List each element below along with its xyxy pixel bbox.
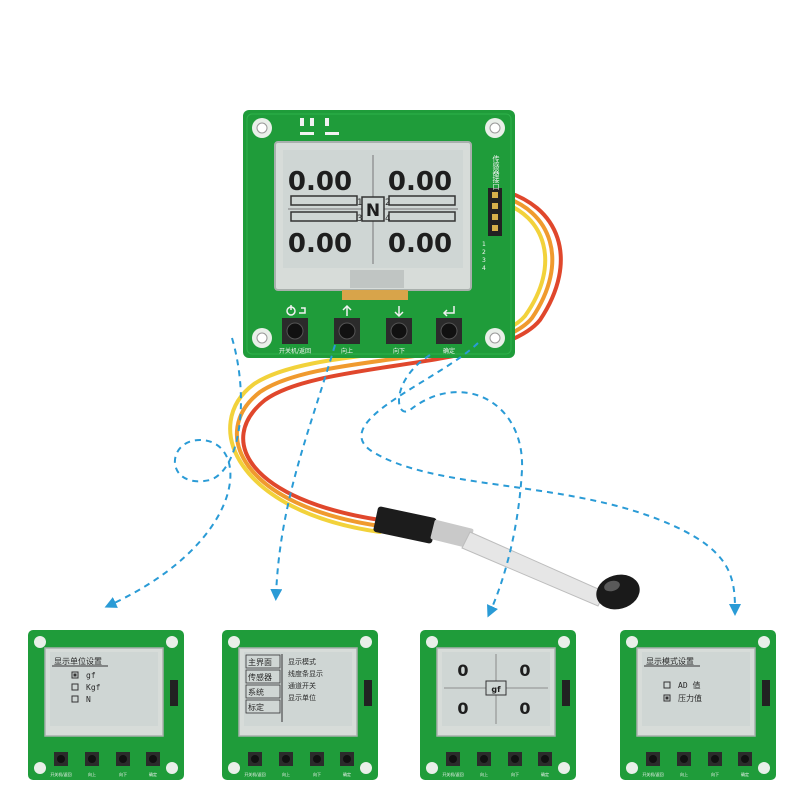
button-label: 向下: [313, 771, 321, 777]
panel-title: 显示单位设置: [54, 656, 102, 666]
pin-label: 2: [482, 249, 486, 256]
force-sensor: [373, 506, 640, 610]
option-kgf[interactable]: Kgf: [71, 683, 101, 692]
channel-number: 2: [385, 198, 390, 208]
svg-text:N: N: [86, 695, 91, 704]
menu-item-main[interactable]: 主界面: [245, 654, 281, 669]
button-label: 向下: [119, 771, 127, 777]
unit-indicator: N: [366, 201, 380, 221]
reading-channel-4: 0: [519, 699, 530, 718]
menu-item-calibrate[interactable]: 标定: [245, 699, 281, 714]
reading-channel-2: 0: [519, 661, 530, 680]
panel-unit-settings: 显示单位设置 gf Kgf N 开关机/返回 向上 向下 确定: [28, 630, 184, 780]
svg-text:传感器: 传感器: [248, 672, 272, 682]
panel-readings: 0 0 0 0 gf 开关机/返回 向上 向下 确定: [420, 630, 576, 780]
svg-text:压力值: 压力值: [678, 693, 702, 703]
submenu-item[interactable]: 显示模式: [288, 657, 316, 666]
up-button[interactable]: [334, 318, 360, 344]
option-pressure-value[interactable]: 压力值: [663, 693, 702, 703]
reading-channel-4: 0.00: [388, 229, 452, 259]
button-label: 确定: [149, 771, 157, 777]
svg-text:主界面: 主界面: [248, 657, 272, 667]
reading-channel-3: 0.00: [288, 229, 352, 259]
reading-channel-1: 0: [457, 661, 468, 680]
submenu-item[interactable]: 通道开关: [288, 681, 316, 690]
button-label: 开关机/返回: [442, 771, 463, 777]
svg-text:AD 值: AD 值: [678, 680, 700, 690]
svg-text:系统: 系统: [248, 687, 264, 697]
down-button[interactable]: [386, 318, 412, 344]
power-return-button[interactable]: [282, 318, 308, 344]
panel-title: 显示模式设置: [646, 656, 694, 666]
option-n[interactable]: N: [71, 695, 91, 704]
pin-label: 1: [482, 241, 486, 248]
button-label: 向上: [282, 771, 290, 777]
button-label: 向上: [341, 347, 353, 355]
panel-display-mode: 显示模式设置 AD 值 压力值 开关机/返回 向上 向下 确定: [620, 630, 776, 780]
option-gf[interactable]: gf: [71, 671, 96, 680]
button-label: 向上: [88, 771, 96, 777]
main-board: 0.00 0.00 0.00 0.00 1 3 2 4 N 传感器接口 1 2 …: [243, 110, 515, 358]
channel-number: 1: [357, 198, 362, 208]
enter-icon: [442, 306, 455, 317]
menu-item-sensor[interactable]: 传感器: [245, 669, 281, 684]
button-label: 确定: [741, 771, 749, 777]
button-label: 开关机/返回: [50, 771, 71, 777]
button-label: 向上: [680, 771, 688, 777]
button-label: 向下: [511, 771, 519, 777]
sensor-header: [488, 188, 502, 236]
button-label: 向上: [480, 771, 488, 777]
pin-label: 3: [482, 257, 486, 264]
submenu-item[interactable]: 线度条显示: [288, 669, 323, 678]
enter-button[interactable]: [436, 318, 462, 344]
channel-number: 3: [357, 214, 362, 224]
svg-text:gf: gf: [86, 671, 96, 680]
button-label: 开关机/返回: [642, 771, 663, 777]
button-label: 确定: [443, 347, 455, 355]
svg-text:Kgf: Kgf: [86, 683, 101, 692]
reading-channel-3: 0: [457, 699, 468, 718]
flow-arrows: [104, 337, 741, 618]
power-return-icon: [286, 305, 306, 316]
button-label: 开关机/返回: [244, 771, 265, 777]
button-label: 确定: [541, 771, 549, 777]
pin-label: 4: [482, 265, 486, 272]
submenu-item[interactable]: 显示单位: [288, 693, 316, 702]
panel-main-menu: 主界面 传感器 系统 标定 显示模式 线度条显示 通道开关 显示单位 开关机/返…: [222, 630, 378, 780]
unit-indicator: gf: [491, 685, 501, 694]
arrow-down-icon: [394, 306, 404, 318]
arrow-up-icon: [342, 304, 352, 316]
option-ad-value[interactable]: AD 值: [663, 680, 700, 690]
reading-channel-1: 0.00: [288, 167, 352, 197]
button-label: 开关机/返回: [279, 347, 311, 355]
menu-item-system[interactable]: 系统: [245, 684, 281, 699]
sensor-port-label: 传感器接口: [492, 154, 500, 190]
button-label: 向下: [393, 347, 405, 355]
svg-text:标定: 标定: [248, 702, 264, 712]
button-label: 确定: [343, 771, 351, 777]
button-label: 向下: [711, 771, 719, 777]
channel-number: 4: [385, 214, 390, 224]
reading-channel-2: 0.00: [388, 167, 452, 197]
